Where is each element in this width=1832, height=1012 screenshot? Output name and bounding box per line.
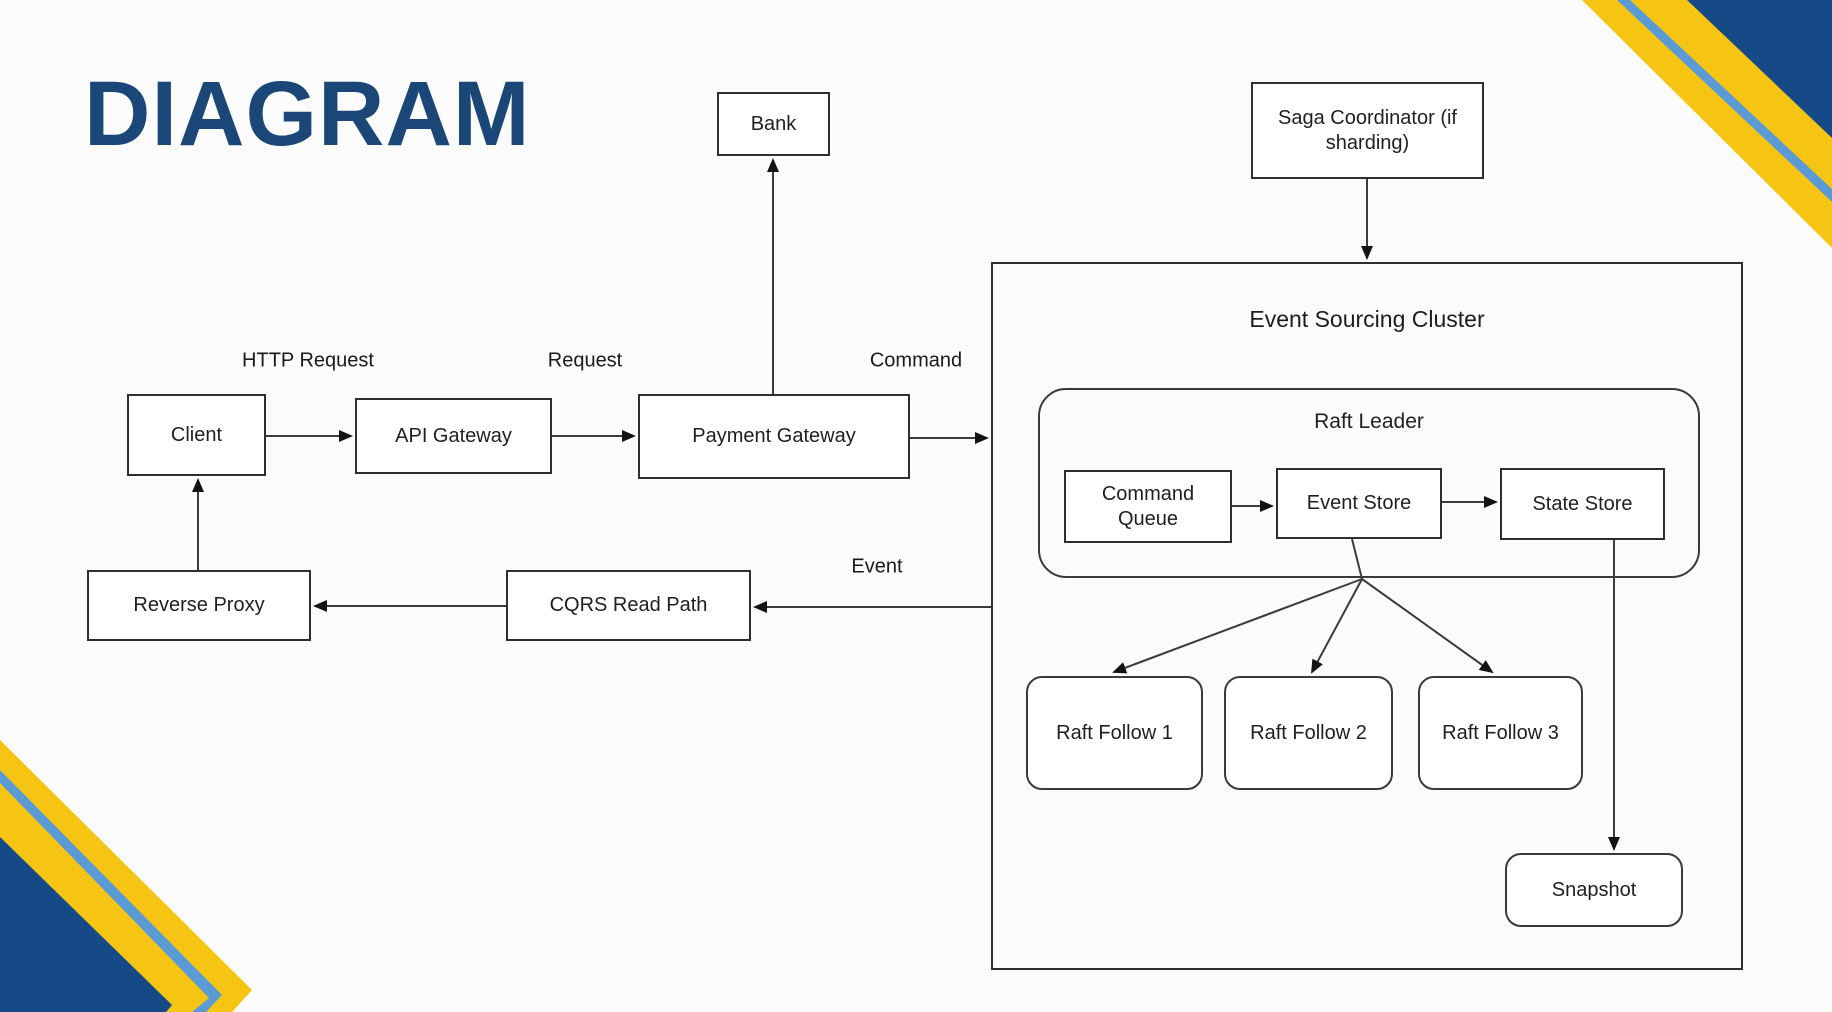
node-payment-gateway[interactable]: Payment Gateway xyxy=(638,394,910,479)
node-api-gateway[interactable]: API Gateway xyxy=(355,398,552,474)
node-state-store[interactable]: State Store xyxy=(1500,468,1665,540)
node-raft-follow-1[interactable]: Raft Follow 1 xyxy=(1026,676,1203,790)
node-raft-follow-2[interactable]: Raft Follow 2 xyxy=(1224,676,1393,790)
edge-label-event: Event xyxy=(851,555,903,578)
group-event-sourcing-cluster: Event Sourcing Cluster xyxy=(991,262,1743,970)
corner-decoration-top-right xyxy=(1582,0,1832,248)
page-title: DIAGRAM xyxy=(84,63,531,165)
node-saga-coordinator[interactable]: Saga Coordinator (if sharding) xyxy=(1251,82,1484,179)
node-client[interactable]: Client xyxy=(127,394,266,476)
edge-label-http-request: HTTP Request xyxy=(242,349,374,372)
node-snapshot[interactable]: Snapshot xyxy=(1505,853,1683,927)
group-raft-leader: Raft Leader xyxy=(1038,388,1700,578)
node-bank-label: Bank xyxy=(750,112,797,135)
node-event-store[interactable]: Event Store xyxy=(1276,468,1442,539)
node-cqrs-read-path[interactable]: CQRS Read Path xyxy=(506,570,751,641)
node-raft-follow-1-label: Raft Follow 1 xyxy=(1056,721,1173,744)
node-client-label: Client xyxy=(170,423,223,446)
node-raft-follow-3[interactable]: Raft Follow 3 xyxy=(1418,676,1583,790)
node-snapshot-label: Snapshot xyxy=(1551,878,1637,901)
node-raft-follow-2-label: Raft Follow 2 xyxy=(1250,721,1367,744)
group-event-sourcing-cluster-title: Event Sourcing Cluster xyxy=(1249,306,1485,332)
node-saga-coordinator-label: Saga Coordinator (if sharding) xyxy=(1278,106,1457,154)
node-reverse-proxy-label: Reverse Proxy xyxy=(133,594,265,616)
corner-decoration-bottom-left xyxy=(0,740,252,1012)
edge-label-request: Request xyxy=(547,349,623,372)
node-state-store-label: State Store xyxy=(1532,492,1633,515)
node-command-queue-label: Command Queue xyxy=(1101,482,1195,530)
node-command-queue[interactable]: Command Queue xyxy=(1064,470,1232,543)
group-raft-leader-title: Raft Leader xyxy=(1314,410,1424,433)
node-event-store-label: Event Store xyxy=(1306,492,1412,514)
node-bank[interactable]: Bank xyxy=(717,92,830,156)
node-payment-gateway-label: Payment Gateway xyxy=(692,425,856,447)
node-api-gateway-label: API Gateway xyxy=(395,424,512,447)
node-raft-follow-3-label: Raft Follow 3 xyxy=(1442,721,1559,744)
node-cqrs-read-path-label: CQRS Read Path xyxy=(549,594,708,616)
edge-label-command: Command xyxy=(869,349,963,372)
node-reverse-proxy[interactable]: Reverse Proxy xyxy=(87,570,311,641)
